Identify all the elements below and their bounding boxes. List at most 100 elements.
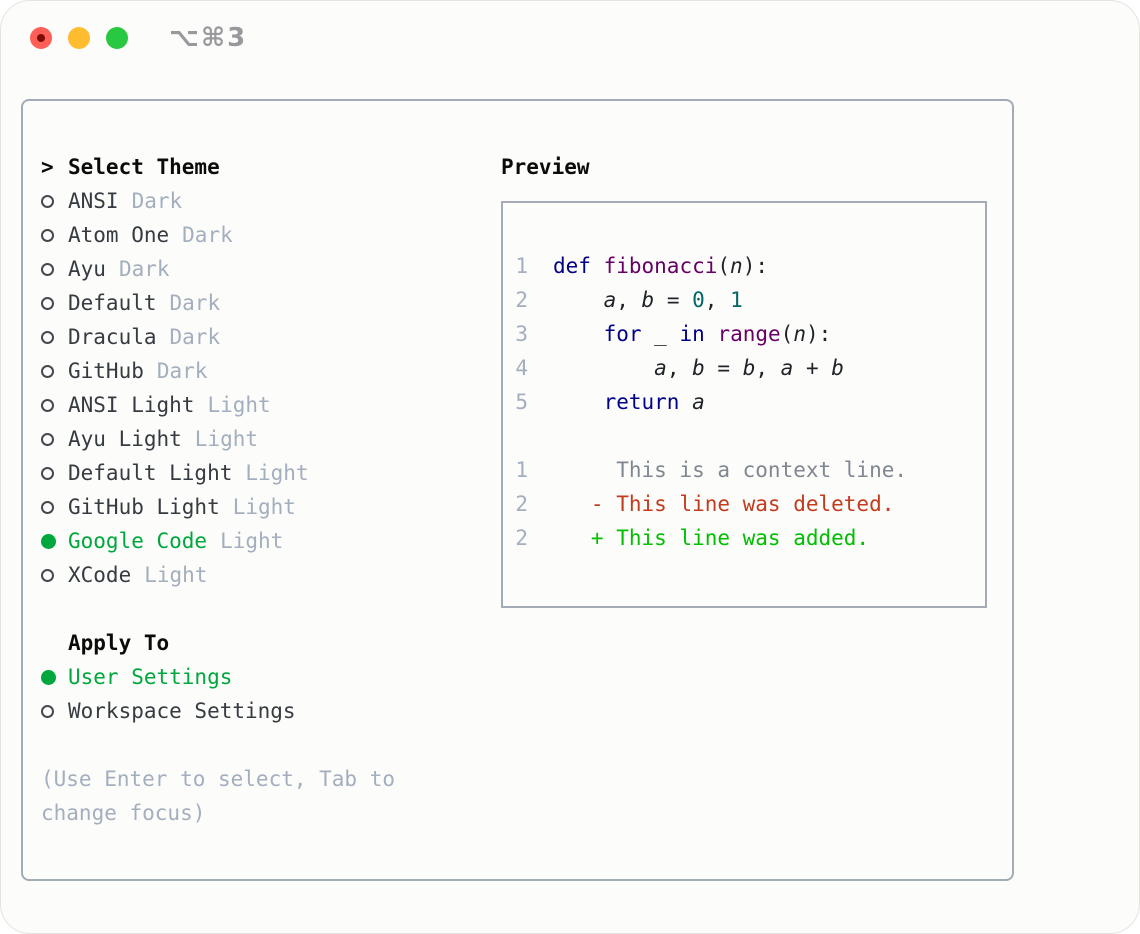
- option-label: XCode: [68, 563, 132, 587]
- line-number: 2: [515, 526, 528, 550]
- code-segment: ,: [616, 288, 642, 312]
- theme-variant-tag: Light: [207, 393, 271, 417]
- theme-variant-tag: Light: [144, 563, 208, 587]
- code-segment: in: [679, 322, 705, 346]
- theme-variant-tag: Dark: [169, 291, 221, 315]
- close-button-icon[interactable]: [30, 27, 52, 49]
- traffic-light-buttons: [30, 27, 128, 49]
- preview-line: 3 for _ in range(n):: [515, 317, 977, 351]
- preview-line: 2 a, b = 0, 1: [515, 283, 977, 317]
- code-segment: +: [793, 356, 832, 380]
- radio-icon: [41, 704, 54, 718]
- apply-to-option[interactable]: Workspace Settings: [41, 694, 501, 728]
- select-theme-header: > Select Theme: [41, 150, 501, 184]
- select-theme-title: Select Theme: [68, 155, 220, 179]
- code-segment: a: [780, 356, 794, 380]
- code-segment: n: [730, 254, 743, 278]
- code-segment: =: [654, 288, 693, 312]
- radio-icon: [41, 330, 54, 344]
- option-label: Ayu: [68, 257, 106, 281]
- spacer: [41, 592, 501, 626]
- theme-option[interactable]: GitHub Light Light: [41, 490, 501, 524]
- radio-icon: [41, 364, 54, 378]
- code-segment: [553, 356, 654, 380]
- radio-icon: [41, 432, 54, 446]
- line-number: 5: [515, 390, 528, 414]
- radio-icon: [41, 194, 54, 208]
- option-label: ANSI Light: [68, 393, 195, 417]
- code-segment: [553, 322, 604, 346]
- option-label: GitHub: [68, 359, 144, 383]
- preview-line: 2 + This line was added.: [515, 521, 977, 555]
- code-segment: (: [717, 254, 731, 278]
- code-segment: =: [704, 356, 743, 380]
- theme-option[interactable]: ANSI Dark: [41, 184, 501, 218]
- theme-option[interactable]: GitHub Dark: [41, 354, 501, 388]
- code-segment: + This line was added.: [553, 526, 870, 550]
- theme-variant-tag: Light: [232, 495, 296, 519]
- code-segment: for: [603, 322, 642, 346]
- theme-option[interactable]: ANSI Light Light: [41, 388, 501, 422]
- theme-option[interactable]: XCode Light: [41, 558, 501, 592]
- preview-line: 1 This is a context line.: [515, 453, 977, 487]
- option-label: Google Code: [68, 529, 208, 553]
- theme-variant-tag: Dark: [131, 189, 183, 213]
- code-segment: ,: [666, 356, 693, 380]
- preview-title: Preview: [501, 155, 590, 179]
- option-label: ANSI: [68, 189, 119, 213]
- option-label: GitHub Light: [68, 495, 220, 519]
- theme-variant-tag: Light: [220, 529, 284, 553]
- code-segment: b: [641, 288, 655, 312]
- radio-selected-icon: [41, 533, 56, 549]
- zoom-button-icon[interactable]: [106, 27, 128, 49]
- theme-option[interactable]: Ayu Dark: [41, 252, 501, 286]
- option-label: Default: [68, 291, 157, 315]
- preview-line: 2 - This line was deleted.: [515, 487, 977, 521]
- minimize-button-icon[interactable]: [68, 27, 90, 49]
- spacer: [41, 728, 501, 762]
- theme-option[interactable]: Default Dark: [41, 286, 501, 320]
- line-number: 2: [515, 288, 528, 312]
- code-segment: [705, 322, 718, 346]
- radio-icon: [41, 500, 54, 514]
- code-segment: fibonacci: [603, 254, 718, 278]
- apply-to-option[interactable]: User Settings: [41, 660, 501, 694]
- code-segment: b: [831, 356, 844, 380]
- preview-blank-line: [515, 419, 977, 453]
- option-label: Atom One: [68, 223, 170, 247]
- radio-icon: [41, 228, 54, 242]
- theme-variant-tag: Dark: [156, 359, 208, 383]
- code-segment: (: [780, 322, 794, 346]
- code-segment: [553, 288, 604, 312]
- unsaved-dot-icon: [37, 34, 45, 42]
- code-segment: [679, 390, 692, 414]
- code-segment: b: [742, 356, 756, 380]
- radio-icon: [41, 568, 54, 582]
- code-segment: range: [717, 322, 781, 346]
- theme-variant-tag: Dark: [118, 257, 170, 281]
- theme-option[interactable]: Google Code Light: [41, 524, 501, 558]
- code-segment: ,: [755, 356, 781, 380]
- line-number: 3: [515, 322, 528, 346]
- radio-icon: [41, 398, 54, 412]
- preview-line: 5 return a: [515, 385, 977, 419]
- code-segment: 1: [730, 288, 743, 312]
- code-segment: a: [654, 356, 667, 380]
- radio-icon: [41, 262, 54, 276]
- line-number: 1: [515, 254, 528, 278]
- line-number: 2: [515, 492, 528, 516]
- theme-variant-tag: Light: [245, 461, 309, 485]
- code-segment: def: [553, 254, 591, 278]
- code-segment: This is a context line.: [553, 458, 908, 482]
- code-segment: 0: [692, 288, 705, 312]
